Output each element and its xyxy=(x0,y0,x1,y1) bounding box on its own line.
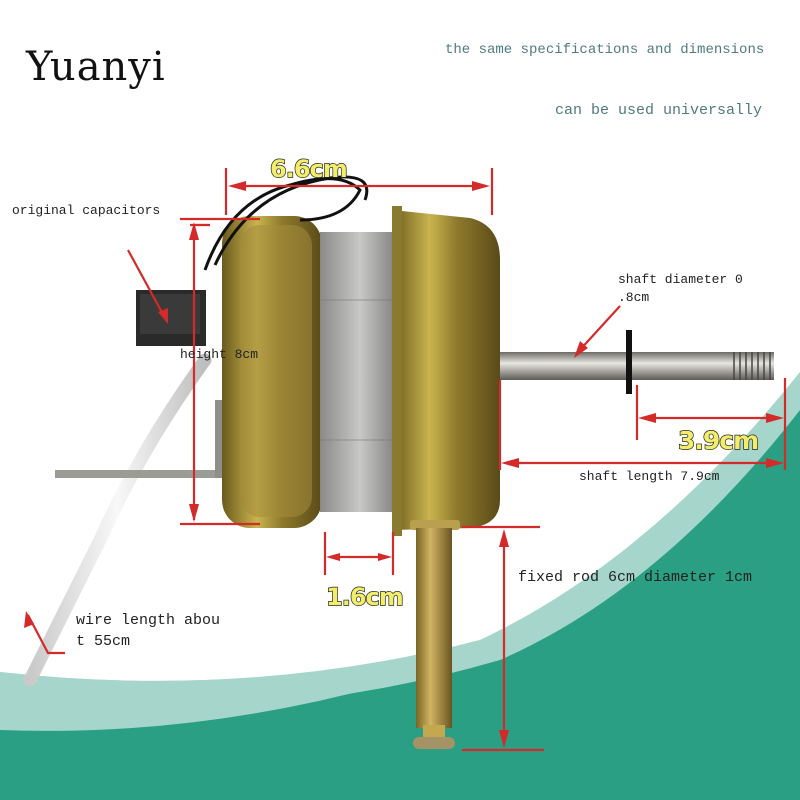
label-shaft-diameter-2: .8cm xyxy=(618,290,650,305)
wave-dark xyxy=(0,400,800,800)
label-shaft-length: shaft length 7.9cm xyxy=(579,469,720,484)
dim-thread-length: 3.9cm xyxy=(677,425,760,455)
tagline-specs: the same specifications and dimensions xyxy=(445,42,765,58)
label-fixed-rod: fixed rod 6cm diameter 1cm xyxy=(518,569,753,586)
label-wire-2: t 55cm xyxy=(76,633,131,650)
fixed-rod xyxy=(416,528,452,728)
tagline-universal: can be used universally xyxy=(555,102,763,119)
threaded-end xyxy=(728,352,774,380)
shaft xyxy=(500,352,730,380)
stator-core xyxy=(320,232,400,512)
label-wire-1: wire length abou xyxy=(76,612,221,629)
label-height: height 8cm xyxy=(180,347,259,362)
dim-body-width: 6.6cm xyxy=(269,154,348,183)
wire xyxy=(23,353,212,687)
label-shaft-diameter-1: shaft diameter 0 xyxy=(618,272,743,287)
label-capacitor: original capacitors xyxy=(12,203,161,218)
dim-front-width: 1.6cm xyxy=(325,582,404,611)
brand-logo: Yuanyi xyxy=(26,44,166,90)
